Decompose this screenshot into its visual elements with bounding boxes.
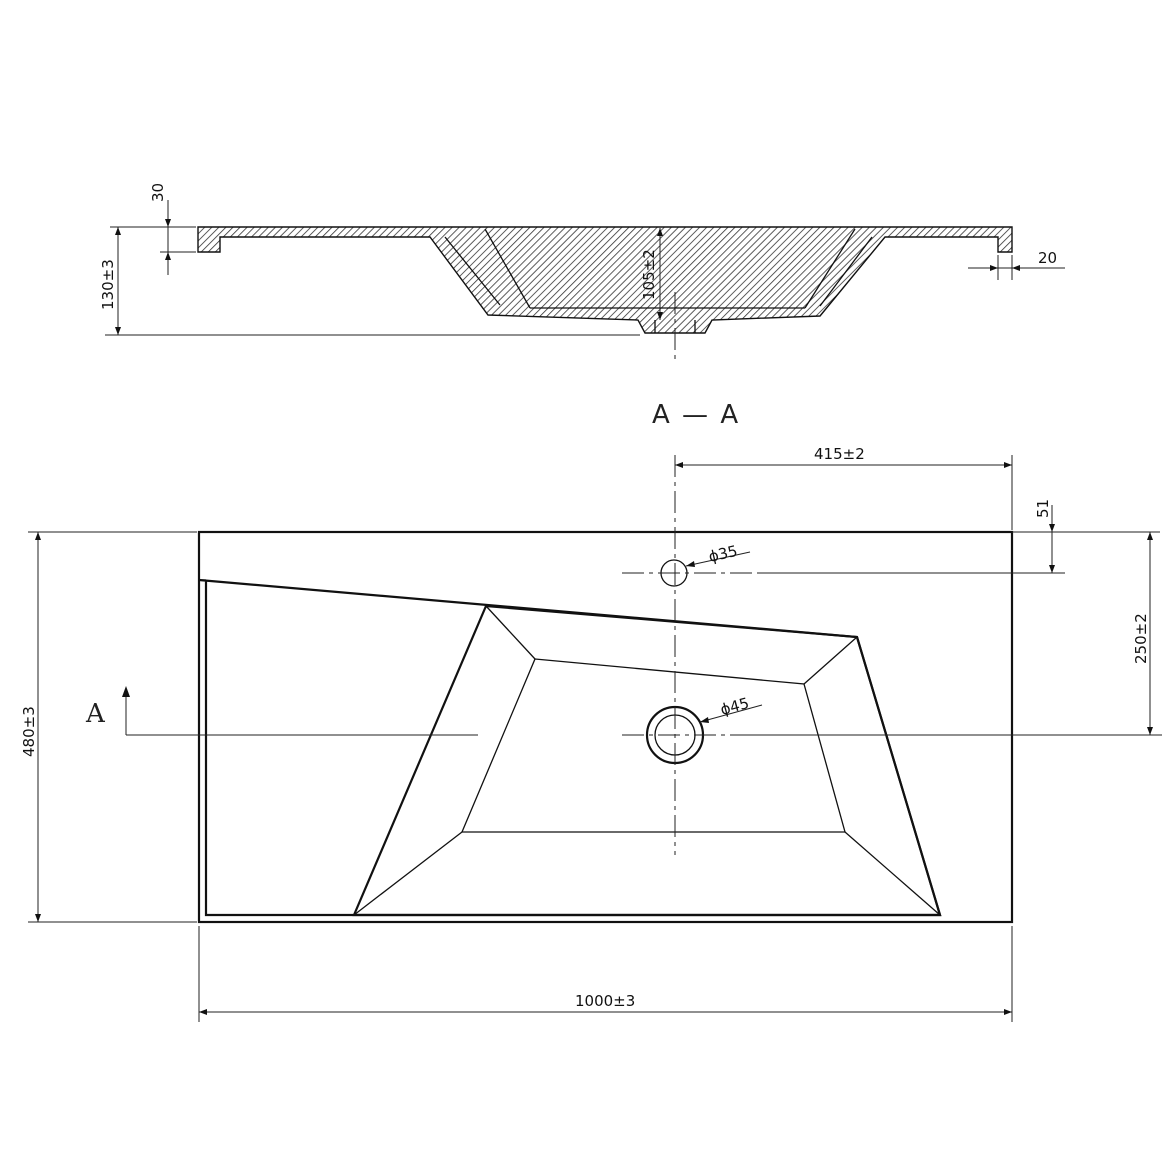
dim-tap-from-back: 51 (1034, 499, 1052, 518)
dim-depth: 480±3 (20, 706, 38, 757)
deck-inner-edge (198, 578, 942, 917)
dim-tap-hole: ϕ35 (707, 542, 739, 566)
dim-bowl-depth: 105±2 (640, 249, 658, 300)
dim-tap-offset: 415±2 (814, 445, 865, 463)
bowl-inner-left (444, 236, 501, 306)
bowl-floor-plan (461, 658, 846, 833)
dim-total-height: 130±3 (99, 259, 117, 310)
bowl-back-right (804, 228, 856, 309)
section-view: 30 130±3 105±2 20 (99, 183, 1065, 360)
section-title: A — A (652, 400, 740, 430)
dim-width: 1000±3 (575, 992, 635, 1010)
section-marker: A (85, 699, 106, 729)
bowl-inner-right (819, 236, 873, 307)
dim-drain-from-back: 250±2 (1132, 613, 1150, 664)
dim-drain-hole: ϕ45 (718, 694, 751, 719)
basin-outline (197, 530, 1014, 924)
bowl-outer-rim (352, 604, 942, 917)
plan-view: A 415±2 51 ϕ35 ϕ45 250±2 (20, 445, 1162, 1022)
bowl-back-left (484, 228, 531, 309)
dim-rim-thickness: 30 (149, 183, 167, 202)
basin-section-shell (197, 226, 1013, 334)
dim-edge-width: 20 (1038, 249, 1057, 267)
